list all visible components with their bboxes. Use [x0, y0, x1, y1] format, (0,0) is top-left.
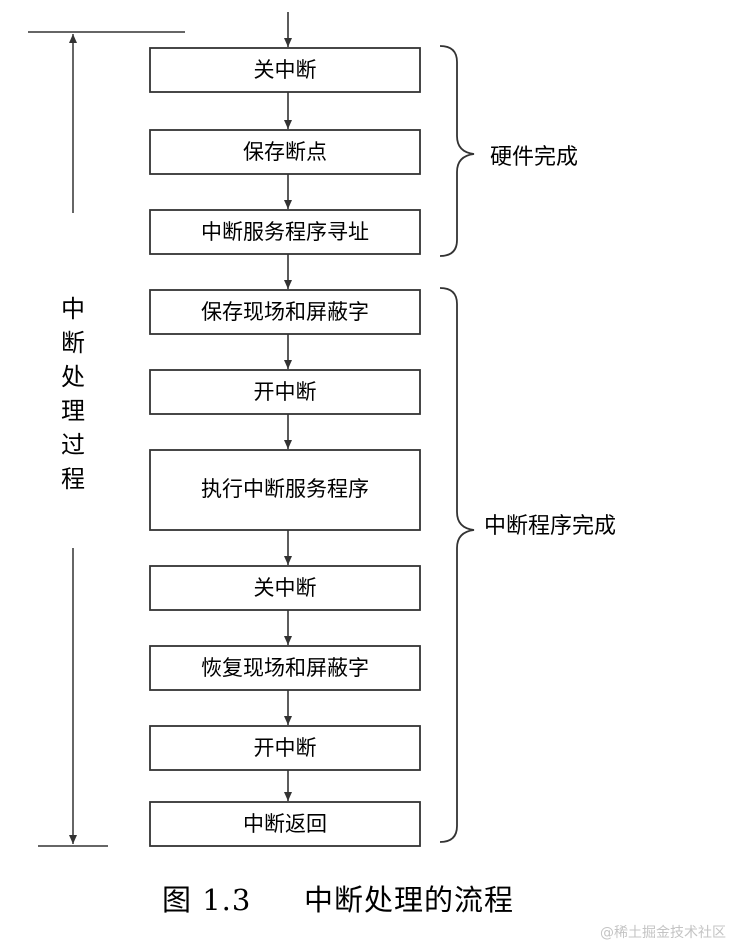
program-brace [439, 287, 475, 843]
hardware-group-label: 硬件完成 [490, 145, 578, 170]
step-label: 开中断 [254, 736, 317, 760]
process-label-char: 中 [61, 295, 85, 323]
step-label: 中断服务程序寻址 [201, 220, 369, 244]
step-box-3: 中断服务程序寻址 [149, 209, 421, 255]
figure-title: 中断处理的流程 [304, 883, 514, 917]
step-label: 关中断 [254, 576, 317, 600]
step-box-4: 保存现场和屏蔽字 [149, 289, 421, 335]
step-box-8: 恢复现场和屏蔽字 [149, 645, 421, 691]
watermark: @稀土掘金技术社区 [600, 925, 726, 941]
step-box-7: 关中断 [149, 565, 421, 611]
step-label: 保存断点 [243, 140, 327, 164]
step-label: 保存现场和屏蔽字 [201, 300, 369, 324]
step-label: 恢复现场和屏蔽字 [201, 656, 369, 680]
program-group-label: 中断程序完成 [484, 514, 616, 539]
process-label-char: 处 [61, 363, 85, 391]
step-box-9: 开中断 [149, 725, 421, 771]
process-span-label: 中 断 处 理 过 程 [61, 295, 85, 493]
process-label-char: 断 [61, 329, 85, 357]
figure-number: 图 1.3 [162, 883, 251, 917]
step-box-6: 执行中断服务程序 [149, 449, 421, 531]
hardware-brace [439, 45, 475, 257]
step-label: 开中断 [254, 380, 317, 404]
process-label-char: 理 [61, 397, 85, 425]
step-box-5: 开中断 [149, 369, 421, 415]
step-label: 关中断 [254, 58, 317, 82]
process-label-char: 过 [61, 431, 85, 459]
step-box-2: 保存断点 [149, 129, 421, 175]
process-label-char: 程 [61, 465, 85, 493]
step-label: 执行中断服务程序 [201, 477, 369, 501]
step-box-10: 中断返回 [149, 801, 421, 847]
step-box-1: 关中断 [149, 47, 421, 93]
step-label: 中断返回 [243, 812, 327, 836]
